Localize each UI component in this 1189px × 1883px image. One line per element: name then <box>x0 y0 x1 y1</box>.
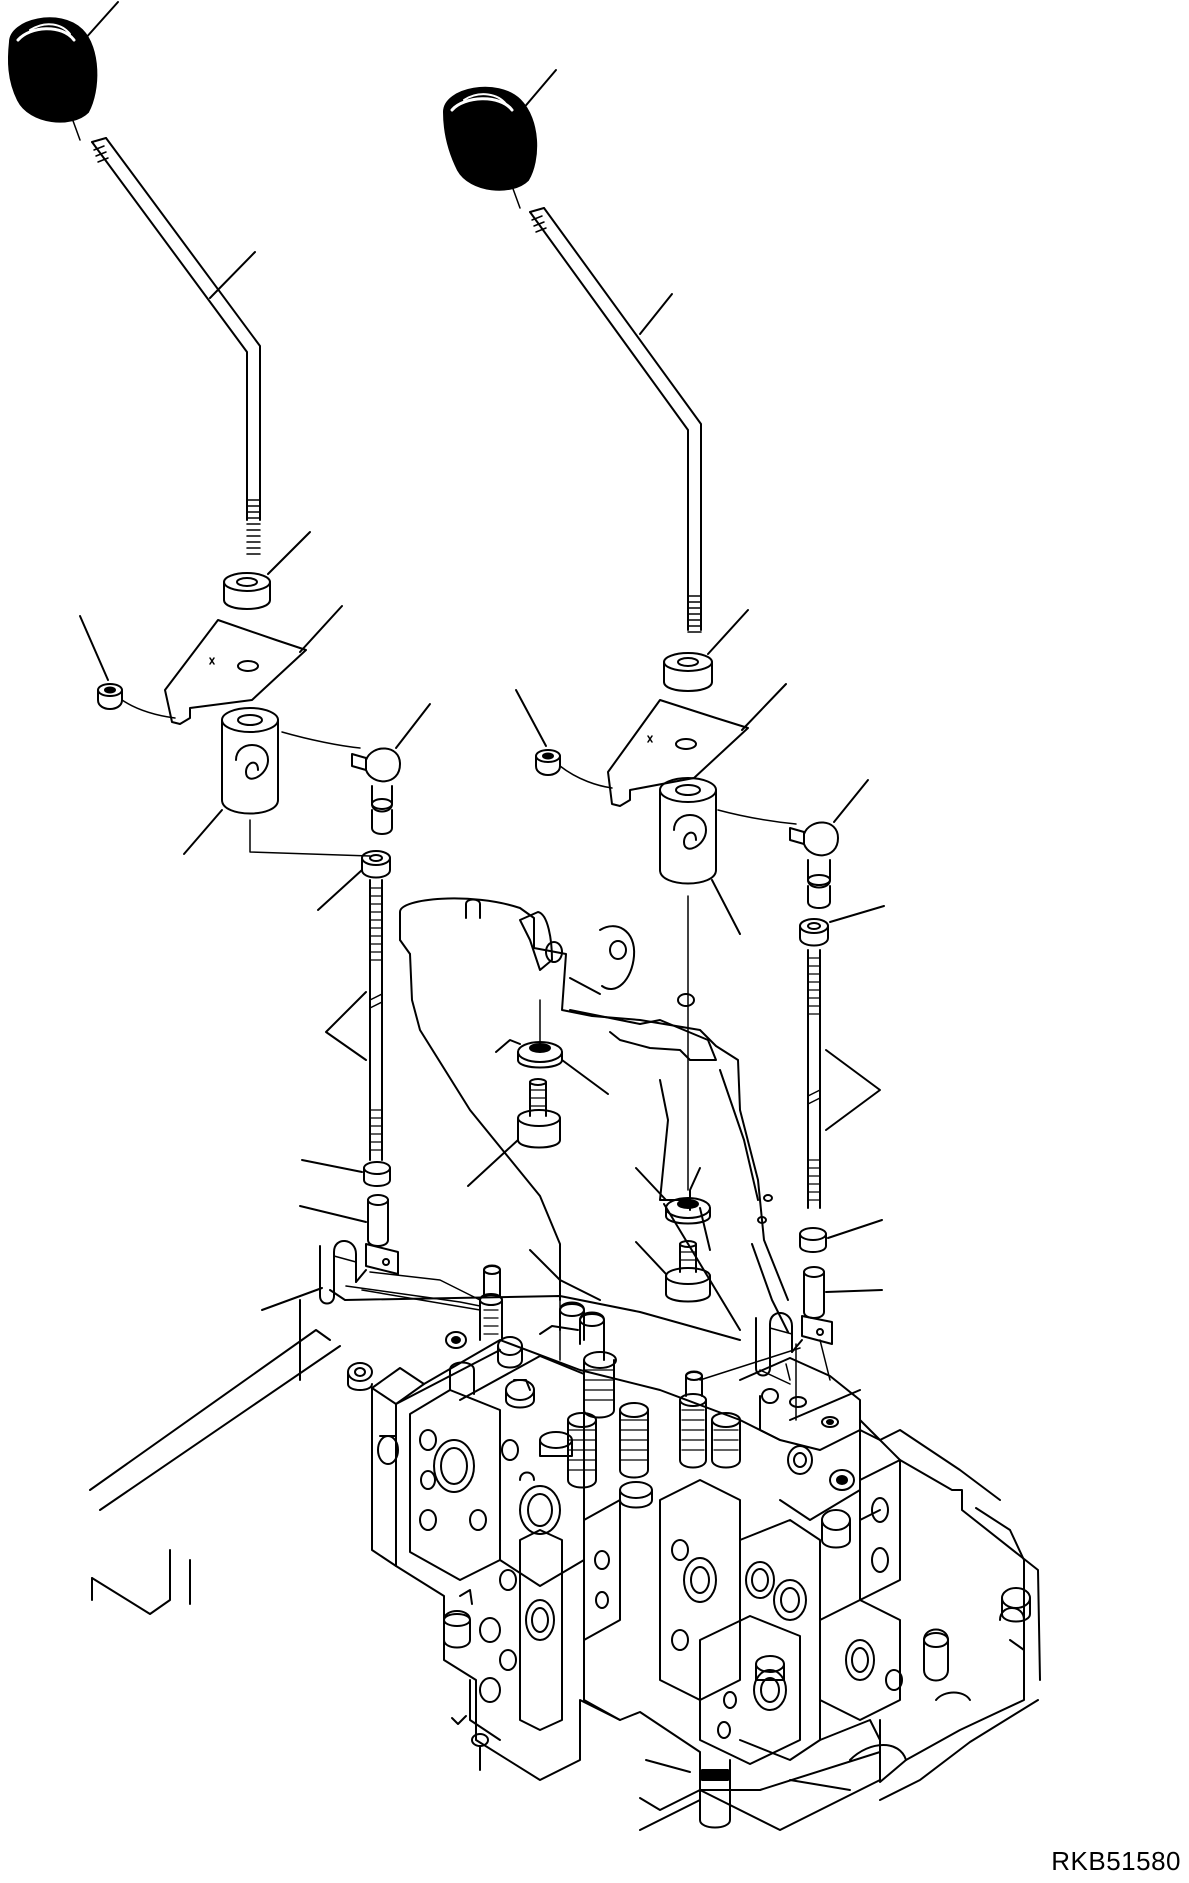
left-clevis-callout-line <box>300 1206 366 1222</box>
left-small-nut-leader <box>122 700 175 718</box>
right-bolt-callout-line <box>636 1242 666 1274</box>
right-lever-knob <box>444 88 536 190</box>
right-bolt <box>666 1241 710 1302</box>
right-knob-callout-line <box>522 70 556 110</box>
right-swivel-block <box>660 778 716 884</box>
right-clevis-callout-line <box>826 1290 882 1292</box>
right-swivel-callout-line <box>712 880 740 934</box>
left-nut-callout-line <box>268 532 310 574</box>
left-swivel-to-rod-leader <box>250 820 370 856</box>
right-small-nut <box>536 750 560 775</box>
right-knob-axis <box>512 186 520 208</box>
console-frame <box>400 898 788 1360</box>
left-swivel-callout-line <box>184 810 222 854</box>
right-washer-callout-line <box>636 1168 666 1200</box>
left-lever-knob <box>9 18 96 121</box>
right-lever-rod <box>530 208 701 632</box>
left-upper-nut-callout-line <box>318 870 362 910</box>
left-bolt <box>518 1079 560 1148</box>
left-lever-assembly <box>9 2 430 1310</box>
right-ball-joint-callout-line <box>834 780 868 822</box>
right-rod-bracket-callout <box>826 1050 880 1130</box>
right-rod-lower-nut <box>800 1228 826 1252</box>
linkage-connection-lines <box>346 1272 830 1420</box>
left-spring-clip <box>320 1241 366 1304</box>
right-nut-callout-line <box>708 610 748 654</box>
control-valve-block <box>348 1266 902 1831</box>
right-swivel-leader <box>718 810 796 824</box>
left-small-nut-callout-line <box>80 616 108 680</box>
drawing-reference-code: RKB51580 <box>1051 1846 1181 1876</box>
left-rod-upper-nut <box>362 851 390 878</box>
right-washer <box>666 1198 710 1224</box>
right-upper-nut-callout-line <box>830 906 884 922</box>
right-bracket-plate <box>608 700 748 806</box>
right-lever-nut <box>664 653 712 691</box>
left-knob-axis <box>72 118 80 140</box>
right-lever-assembly <box>444 70 884 1376</box>
left-bracket-plate <box>165 620 306 724</box>
left-clevis <box>366 1195 398 1274</box>
right-rod-upper-nut <box>800 919 828 946</box>
left-rod-bracket-callout <box>326 992 366 1060</box>
left-lower-nut-callout-line <box>302 1160 362 1172</box>
left-washer-callout-line <box>562 1060 608 1094</box>
right-clevis <box>802 1267 832 1344</box>
base-plate <box>90 1290 1040 1830</box>
left-swivel-leader <box>282 732 360 748</box>
right-small-nut-callout-line <box>516 690 546 746</box>
left-rod-callout-line <box>210 252 255 298</box>
left-ball-joint <box>352 748 400 834</box>
left-bracket-callout-line <box>300 606 342 652</box>
left-knob-callout-line <box>84 2 118 40</box>
left-lever-rod <box>92 138 260 554</box>
left-bolt-callout-line <box>468 1140 518 1186</box>
left-rod-lower-nut <box>364 1162 390 1186</box>
right-threaded-rod <box>808 950 820 1208</box>
right-small-nut-leader <box>560 766 612 788</box>
left-clip-callout-line <box>262 1288 322 1310</box>
right-rod-callout-line <box>640 294 672 334</box>
left-washer <box>496 1040 562 1068</box>
right-spring-clip <box>756 1313 802 1376</box>
left-lever-nut <box>224 573 270 609</box>
right-lower-nut-callout-line <box>828 1220 882 1238</box>
right-ball-joint <box>790 822 838 908</box>
left-small-nut <box>98 684 122 709</box>
right-bracket-callout-line <box>742 684 786 730</box>
left-swivel-block <box>222 708 278 814</box>
left-threaded-rod <box>370 880 382 1160</box>
left-ball-joint-callout-line <box>396 704 430 748</box>
